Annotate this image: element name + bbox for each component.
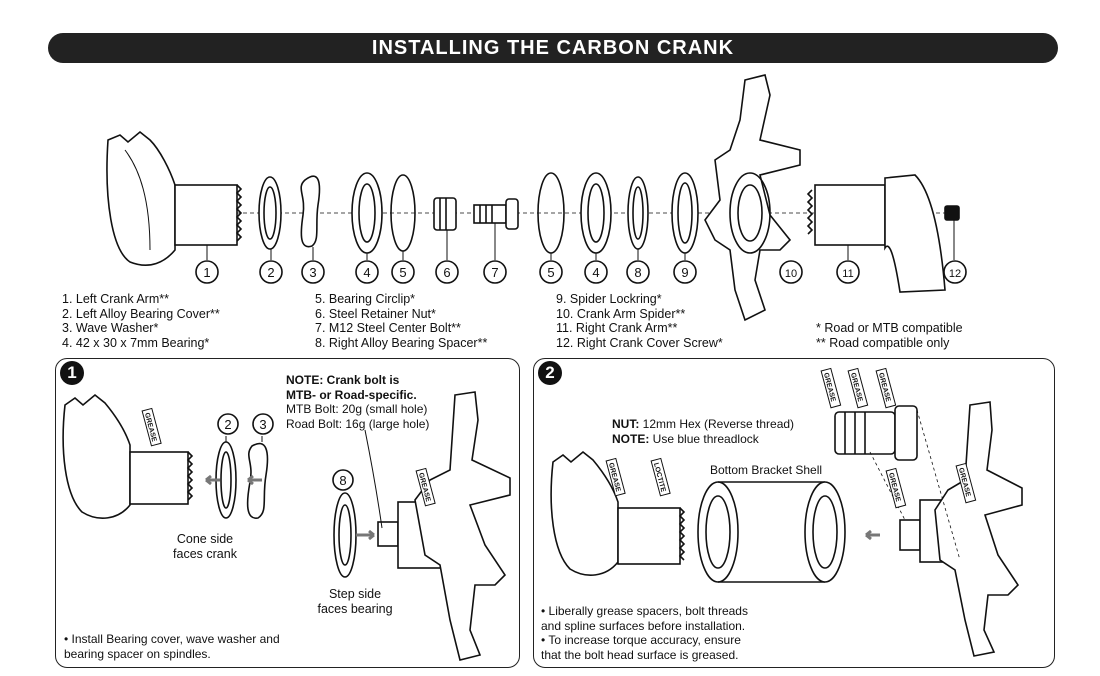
callout-number: 5 — [547, 265, 554, 280]
callout-number: 6 — [443, 265, 450, 280]
step2-number: 2 — [538, 361, 562, 385]
callout-number: 8 — [634, 265, 641, 280]
legend-item: 2. Left Alloy Bearing Cover** — [62, 306, 220, 321]
callout-number: 5 — [399, 265, 406, 280]
legend-item: 12. Right Crank Cover Screw* — [556, 335, 723, 350]
legend-item: 5. Bearing Circlip* — [315, 292, 416, 306]
step1-instructions: • Install Bearing cover, wave washer and… — [64, 632, 280, 661]
callout-number: 11 — [842, 268, 853, 280]
callout-number: 3 — [309, 265, 316, 280]
nut-note: NUT: 12mm Hex (Reverse thread) NOTE: Use… — [612, 417, 795, 446]
title-banner: INSTALLING THE CARBON CRANK — [48, 33, 1058, 63]
step1-number: 1 — [60, 361, 84, 385]
legend-item: 7. M12 Steel Center Bolt** — [315, 321, 461, 335]
legend-footnote: * Road or MTB compatible — [816, 321, 963, 335]
callout-number: 8 — [339, 473, 346, 488]
page-title: INSTALLING THE CARBON CRANK — [371, 36, 735, 59]
legend-item: 3. Wave Washer* — [62, 321, 159, 335]
legend-footnote: ** Road compatible only — [816, 335, 950, 350]
callout-number: 12 — [949, 268, 961, 280]
step-side-label: Step side faces bearing — [317, 587, 393, 616]
legend-item: 4. 42 x 30 x 7mm Bearing* — [62, 335, 210, 350]
step2-panel — [533, 358, 1055, 668]
left-crank-arm-illustration — [106, 130, 243, 266]
legend-item: 9. Spider Lockring* — [556, 292, 662, 306]
callout-number: 2 — [267, 265, 274, 280]
callout-number: 3 — [259, 417, 266, 432]
crank-bolt-note: NOTE: Crank bolt is MTB- or Road-specifi… — [286, 373, 417, 402]
step2-illustration — [550, 401, 1023, 657]
step2-instructions: • Liberally grease spacers, bolt threads… — [541, 604, 748, 662]
callout-number: 10 — [785, 268, 797, 280]
legend-item: 8. Right Alloy Bearing Spacer** — [315, 335, 488, 350]
step1-panel — [55, 358, 520, 668]
legend-item: 1. Left Crank Arm** — [62, 292, 169, 306]
legend-column-1: 1. Left Crank Arm** 2. Left Alloy Bearin… — [62, 292, 220, 350]
cone-side-label: Cone side faces crank — [173, 532, 237, 561]
legend-item: 6. Steel Retainer Nut* — [315, 306, 436, 321]
callout-number: 4 — [592, 265, 599, 280]
bolt-weight-note: MTB Bolt: 20g (small hole) Road Bolt: 16… — [286, 402, 430, 431]
callout-number: 4 — [363, 265, 370, 280]
step1-illustration — [62, 391, 511, 661]
bottom-bracket-shell-label: Bottom Bracket Shell — [710, 463, 823, 477]
callout-number: 1 — [203, 265, 210, 280]
callout-number: 7 — [491, 265, 498, 280]
callout-number: 2 — [224, 417, 231, 432]
crank-spider-illustration — [704, 74, 801, 322]
right-crank-arm-illustration — [806, 174, 946, 293]
legend-column-2: 5. Bearing Circlip* 6. Steel Retainer Nu… — [315, 292, 487, 350]
legend-column-4: * Road or MTB compatible ** Road compati… — [816, 321, 963, 350]
legend-column-3: 9. Spider Lockring* 10. Crank Arm Spider… — [556, 292, 723, 350]
legend-item: 10. Crank Arm Spider** — [556, 306, 686, 321]
callout-number: 9 — [681, 265, 688, 280]
legend-item: 11. Right Crank Arm** — [556, 321, 678, 335]
